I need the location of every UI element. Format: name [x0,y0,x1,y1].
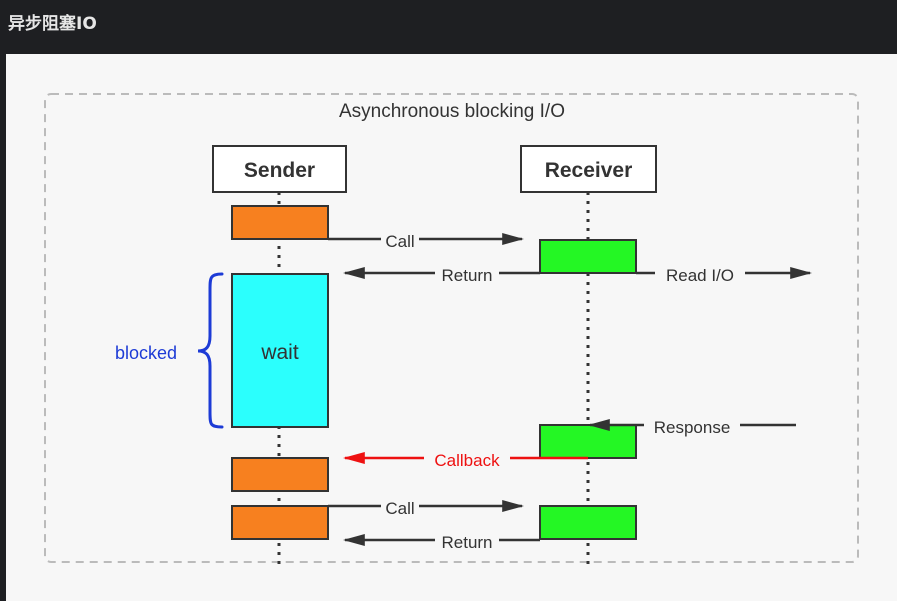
return-label-bg-1 [435,264,499,284]
receiver-activation-2 [539,424,637,459]
sender-activation-2 [231,457,329,492]
receiver-activation-1 [539,239,637,274]
receiver-box [520,145,657,193]
diagram-frame [44,93,859,563]
wait-box [231,273,329,428]
callback-label-bg [424,449,510,469]
header-bar: 异步阻塞IO [0,0,897,46]
sender-activation-1 [231,205,329,240]
sender-box [212,145,347,193]
page-title: 异步阻塞IO [8,14,97,34]
wait-label: wait [260,341,299,364]
return-label-1: Return [441,266,492,285]
call-label-bg-1 [381,230,419,250]
content-panel [6,54,897,601]
call-label-1: Call [385,232,414,251]
callback-label: Callback [434,451,500,470]
response-label-bg [644,416,740,436]
call-label-2: Call [385,499,414,518]
return-label-2: Return [441,533,492,552]
blocked-brace [197,272,224,429]
receiver-activation-3 [539,505,637,540]
read-io-label-bg [655,264,745,284]
blocked-label: blocked [115,343,177,363]
return-label-bg-2 [435,531,499,551]
response-label: Response [654,418,731,437]
sender-activation-3 [231,505,329,540]
read-io-label: Read I/O [666,266,734,285]
receiver-label: Receiver [545,159,633,182]
call-label-bg-2 [381,497,419,517]
sender-label: Sender [244,159,315,182]
diagram-title: Asynchronous blocking I/O [339,101,565,122]
